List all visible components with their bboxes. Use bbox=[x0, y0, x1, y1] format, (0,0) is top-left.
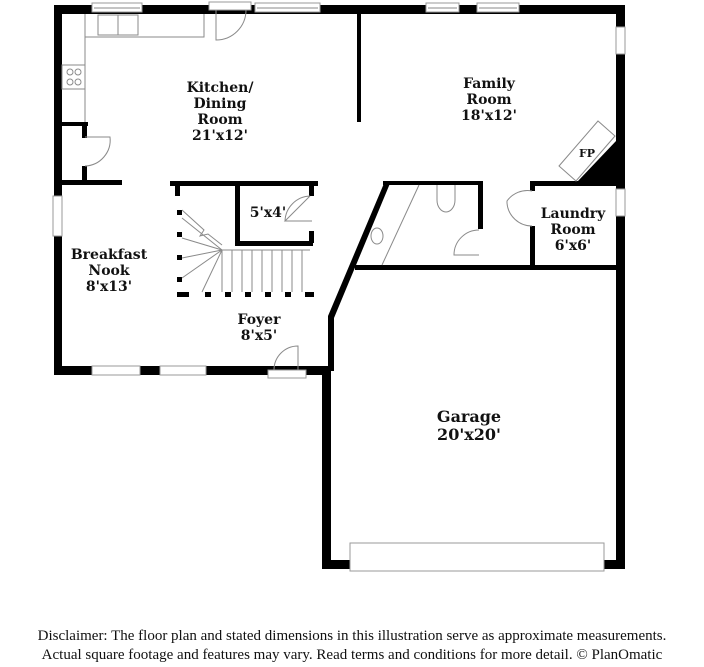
fireplace-label: FP bbox=[579, 146, 595, 162]
room-name: Dining bbox=[193, 96, 247, 112]
room-label-breakfast-nook: Breakfast Nook 8'x13' bbox=[71, 247, 147, 295]
windows bbox=[52, 2, 626, 572]
laundry-door bbox=[506, 190, 533, 227]
room-dimensions: 8'x5' bbox=[240, 328, 278, 344]
room-name: Room bbox=[550, 222, 596, 238]
room-name: Foyer bbox=[237, 312, 281, 328]
fireplace-text: FP bbox=[578, 147, 596, 160]
fireplace bbox=[558, 120, 616, 182]
room-label-foyer: Foyer 8'x5' bbox=[238, 312, 281, 344]
room-name: Kitchen/ bbox=[186, 80, 254, 96]
disclaimer-line-2: Actual square footage and features may v… bbox=[41, 647, 663, 663]
staircase bbox=[177, 209, 314, 297]
room-name: Nook bbox=[88, 263, 130, 279]
room-label-family: Family Room 18'x12' bbox=[461, 76, 517, 124]
kitchen-counters bbox=[61, 14, 205, 130]
room-label-garage: Garage 20'x20' bbox=[437, 408, 501, 444]
room-label-closet: 5'x4' bbox=[250, 205, 286, 221]
room-label-kitchen: Kitchen/ Dining Room 21'x12' bbox=[187, 80, 254, 144]
closet-door bbox=[283, 195, 312, 222]
kitchen-back-door bbox=[208, 1, 252, 41]
interior-walls bbox=[62, 14, 617, 371]
room-dimensions: 6'x6' bbox=[554, 238, 592, 254]
room-name: Family bbox=[463, 76, 515, 92]
floor-plan bbox=[52, 1, 626, 572]
room-name: Breakfast bbox=[70, 247, 148, 263]
room-name: Room bbox=[197, 112, 243, 128]
disclaimer-line-1: Disclaimer: The floor plan and stated di… bbox=[37, 628, 667, 644]
room-dimensions: 18'x12' bbox=[461, 108, 517, 124]
room-name: Room bbox=[466, 92, 512, 108]
room-name: Laundry bbox=[540, 206, 606, 222]
room-label-laundry: Laundry Room 6'x6' bbox=[541, 206, 606, 254]
room-dimensions: 5'x4' bbox=[249, 205, 287, 221]
room-name: Garage bbox=[436, 407, 502, 426]
room-dimensions: 21'x12' bbox=[192, 128, 248, 144]
front-door bbox=[267, 345, 307, 379]
room-dimensions: 20'x20' bbox=[437, 425, 501, 444]
pantry-door bbox=[84, 136, 111, 167]
room-dimensions: 8'x13' bbox=[85, 279, 133, 295]
bathroom-fixtures bbox=[370, 184, 480, 266]
